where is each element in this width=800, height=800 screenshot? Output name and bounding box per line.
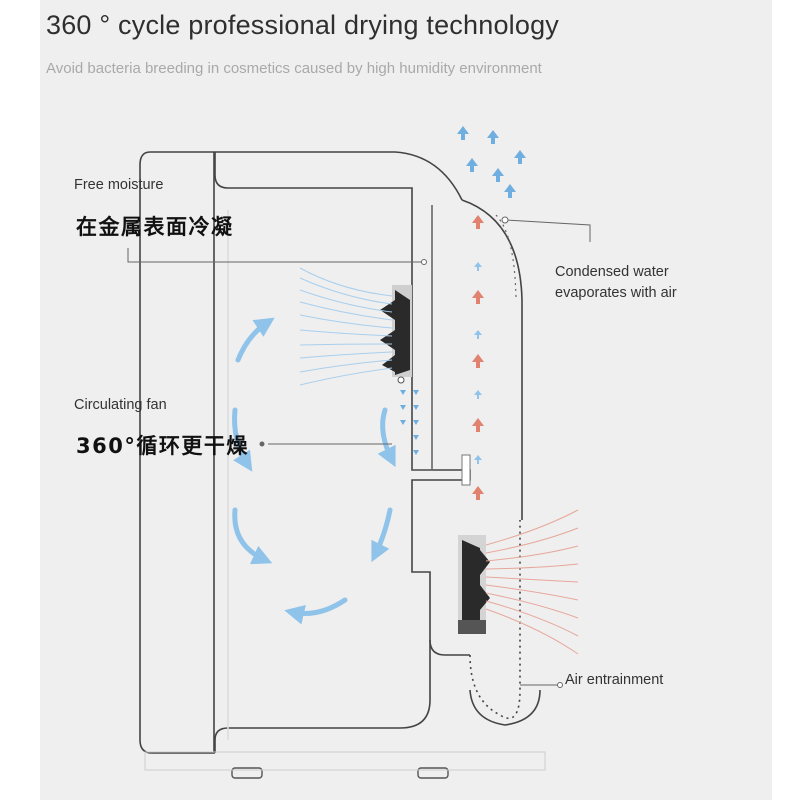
rising-arrows xyxy=(472,215,484,500)
back-panel xyxy=(461,199,523,520)
free-moisture-label: Free moisture xyxy=(74,177,164,193)
air-entrainment-label: Air entrainment xyxy=(565,672,664,688)
intake-fan-icon xyxy=(458,535,490,634)
leader-lines xyxy=(127,216,591,688)
duct-down-arrows xyxy=(400,390,419,455)
circulation-arrows xyxy=(232,317,396,625)
circulating-fan-cn-label: 360°循环更干燥 xyxy=(76,434,249,458)
warm-air-stream xyxy=(485,509,579,655)
page-title: 360 ° cycle professional drying technolo… xyxy=(46,10,559,40)
diagram-panel xyxy=(40,0,772,800)
back-panel-dots xyxy=(495,214,517,301)
foot-left xyxy=(231,767,263,779)
base xyxy=(144,751,546,771)
condensed-water-label-line2: evaporates with air xyxy=(555,285,677,301)
circulating-fan-icon xyxy=(380,285,412,384)
page-subtitle: Avoid bacteria breeding in cosmetics cau… xyxy=(46,60,542,77)
air-stream-in xyxy=(299,267,393,386)
vent-slot xyxy=(461,454,471,486)
free-moisture-cn-label: 在金属表面冷凝 xyxy=(76,215,234,239)
foot-right xyxy=(417,767,449,779)
condensed-water-label-line1: Condensed water xyxy=(555,264,669,280)
circulating-fan-label: Circulating fan xyxy=(74,397,167,413)
vapour-arrows xyxy=(457,126,526,198)
